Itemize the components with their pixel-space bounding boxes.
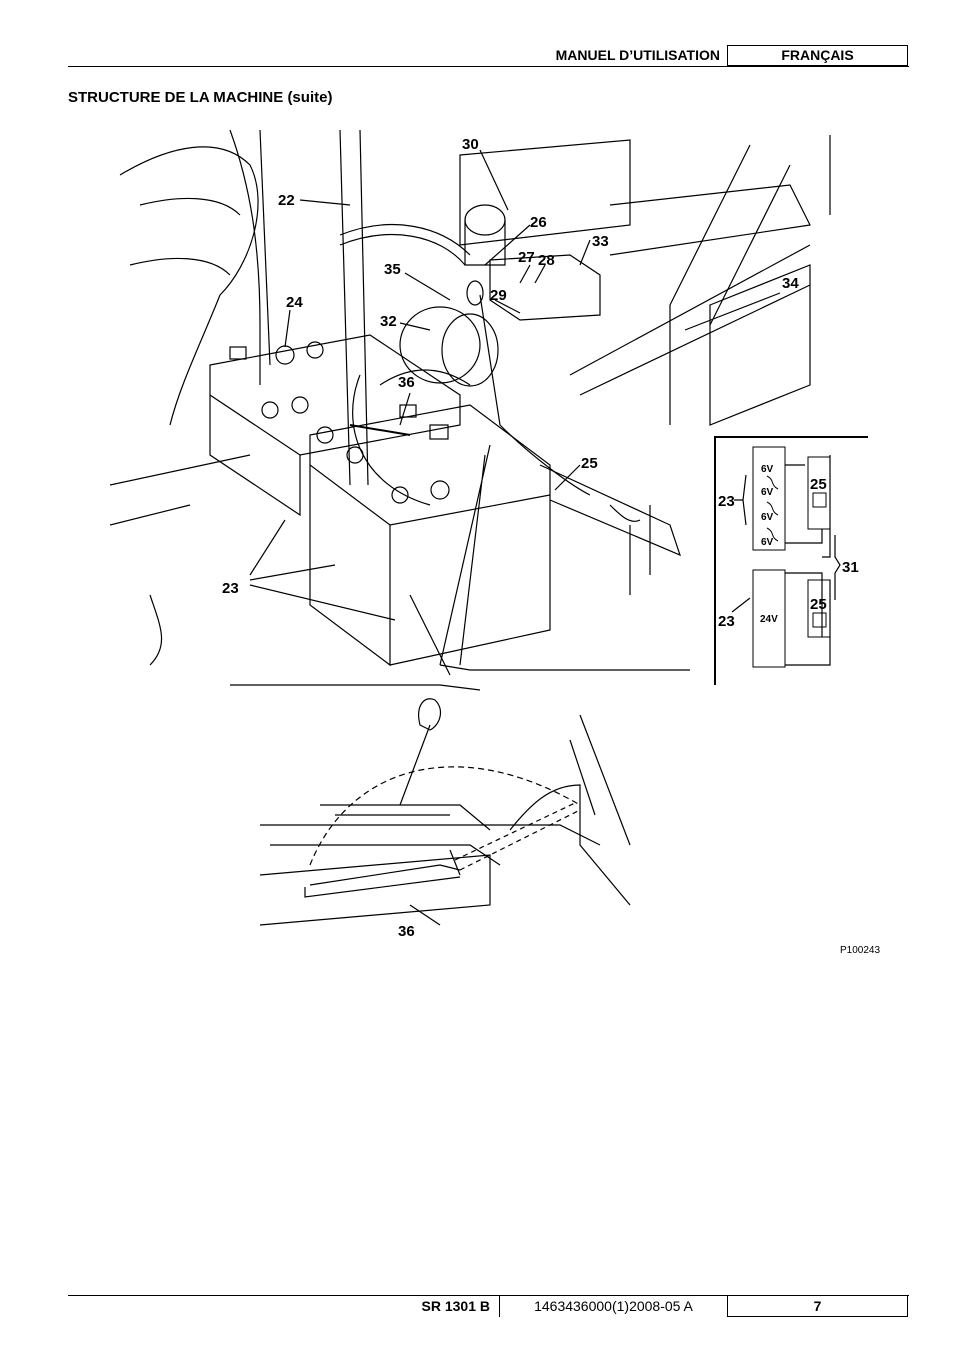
machine-line-art [110, 129, 831, 691]
callout-23: 23 [222, 580, 239, 597]
footer-rule [68, 1295, 909, 1296]
header-language-box: FRANÇAIS [727, 45, 908, 66]
callout-32: 32 [380, 313, 397, 330]
header-language: FRANÇAIS [781, 47, 854, 63]
callout-29: 29 [490, 287, 507, 304]
machine-structure-figure: 22 23 24 25 26 27 28 29 30 32 33 34 35 3… [110, 129, 868, 937]
footer-page-box: 7 [727, 1296, 908, 1317]
footer-model: SR 1301 B [421, 1298, 490, 1314]
battery-6v-label-2: 6V [761, 487, 774, 498]
battery-24v-label: 24V [760, 614, 778, 625]
callout-31: 31 [842, 559, 859, 576]
callout-23-single: 23 [718, 613, 735, 630]
callout-25-six: 25 [810, 476, 827, 493]
footer-doc-box: 1463436000(1)2008-05 A [499, 1296, 727, 1317]
battery-6v-label-1: 6V [761, 464, 774, 475]
header-rule [68, 66, 909, 67]
figure-reference: P100243 [840, 945, 881, 956]
battery-6v-label-3: 6V [761, 512, 774, 523]
footer-page-number: 7 [813, 1298, 822, 1314]
callout-leaders [249, 149, 781, 621]
callout-33: 33 [592, 233, 609, 250]
callout-25-single: 25 [810, 596, 827, 613]
callout-27: 27 [518, 249, 535, 266]
callout-36-upper: 36 [398, 374, 415, 391]
callout-23-six: 23 [718, 493, 735, 510]
lever-detail [259, 698, 631, 926]
callout-24: 24 [286, 294, 303, 311]
callout-36-lower: 36 [398, 923, 415, 937]
battery-6v-label-4: 6V [761, 537, 774, 548]
section-title: STRUCTURE DE LA MACHINE (suite) [68, 89, 333, 106]
callout-30: 30 [462, 136, 479, 153]
callout-34: 34 [782, 275, 799, 292]
footer-doc-code: 1463436000(1)2008-05 A [534, 1298, 693, 1314]
callout-22: 22 [278, 192, 295, 209]
callout-28: 28 [538, 252, 555, 269]
callout-26: 26 [530, 214, 547, 231]
wiring-inset: 6V 6V 6V 6V 23 25 24V 23 25 31 [714, 436, 868, 685]
callout-labels: 22 23 24 25 26 27 28 29 30 32 33 34 35 3… [222, 136, 799, 597]
header-manual-title: MANUEL D’UTILISATION [555, 47, 720, 63]
callout-25: 25 [581, 455, 598, 472]
callout-35: 35 [384, 261, 401, 278]
lever-detail-labels: 36 [398, 923, 415, 937]
